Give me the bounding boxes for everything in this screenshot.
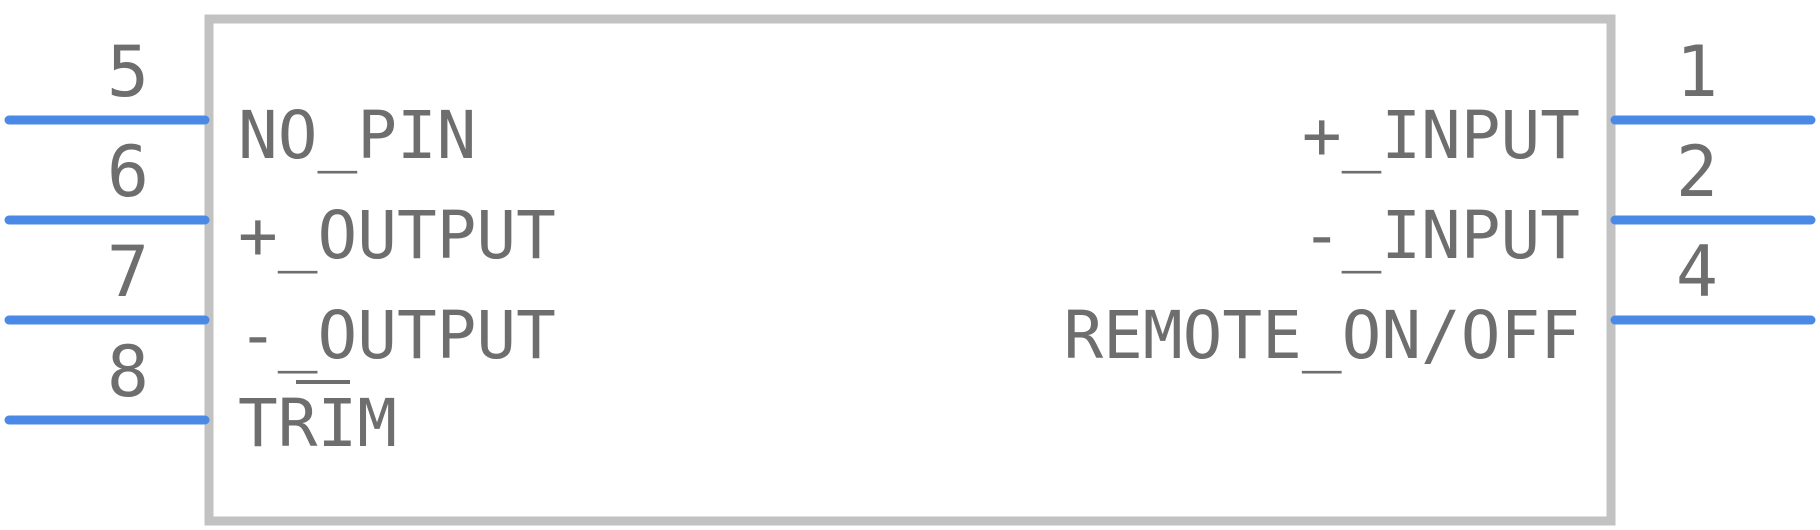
- pin-number-5: 5: [107, 31, 149, 113]
- pin-label-remote-on-off: REMOTE_ON/OFF: [1063, 297, 1580, 374]
- pin-number-1: 1: [1676, 31, 1718, 113]
- pin-label-trim: TRIM: [238, 385, 397, 462]
- pin-label-no-pin: NO_PIN: [238, 97, 476, 174]
- pin-number-2: 2: [1676, 131, 1718, 213]
- component-body: [204, 14, 1616, 526]
- pin-number-6: 6: [107, 131, 149, 213]
- pin-number-4: 4: [1676, 231, 1718, 313]
- pin-label-minus-input: -_INPUT: [1302, 197, 1580, 274]
- pin-label-plus-output: +_OUTPUT: [238, 197, 556, 274]
- pin-label-plus-input: +_INPUT: [1302, 97, 1580, 174]
- pin-number-7: 7: [107, 231, 149, 313]
- pin-label-minus-output: -_OUTPUT: [238, 297, 556, 374]
- pin-number-8: 8: [107, 331, 149, 413]
